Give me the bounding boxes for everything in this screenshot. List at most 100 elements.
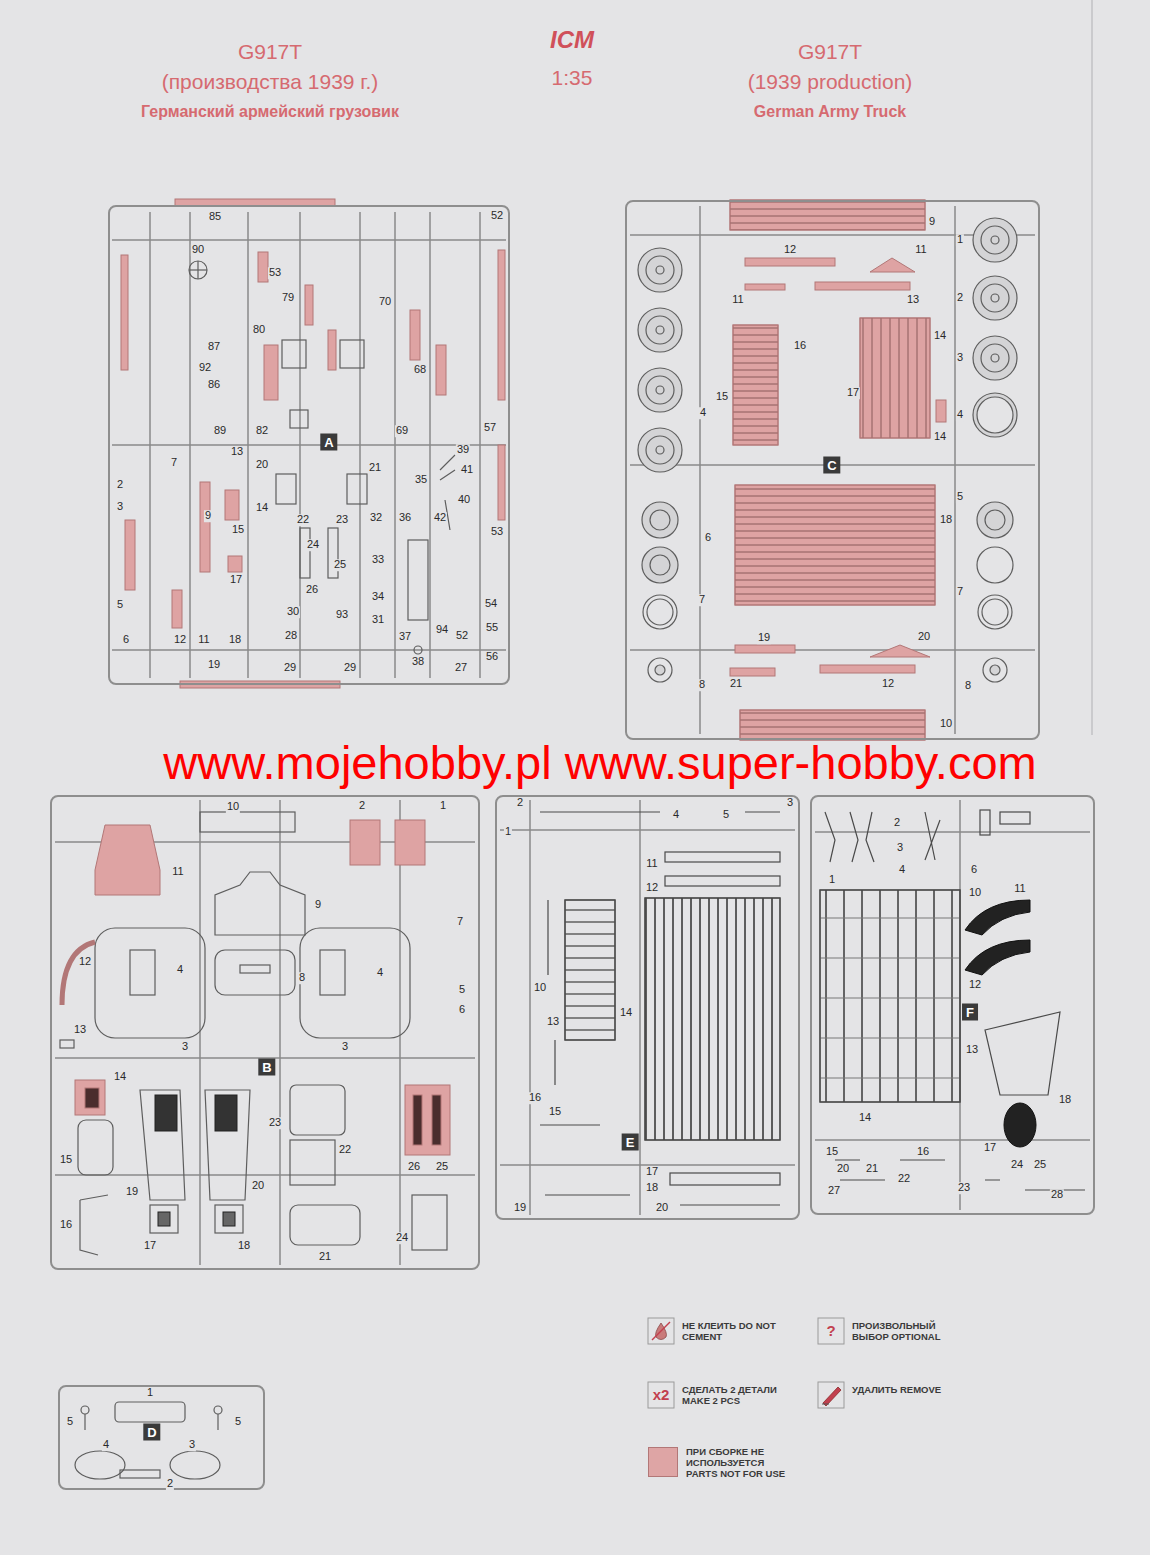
sprue-runners <box>630 649 1035 651</box>
callout-number: 15 <box>715 391 729 403</box>
sprue-runners <box>954 206 956 734</box>
plastic-part <box>290 410 308 428</box>
plastic-part <box>170 1451 220 1479</box>
plastic-part <box>565 900 615 1040</box>
wheel <box>642 547 678 583</box>
sprue-letter: B <box>258 1059 275 1076</box>
callout-number: 25 <box>435 1161 449 1173</box>
callout-number: 20 <box>836 1163 850 1175</box>
plastic-part <box>140 1090 185 1200</box>
wheel <box>656 446 664 454</box>
unused-part <box>436 345 446 395</box>
plastic-part <box>95 928 205 1038</box>
symbol-text: x2 <box>653 1387 670 1403</box>
unused-part <box>305 285 313 325</box>
unused-part <box>85 1088 99 1108</box>
callout-number: 22 <box>897 1173 911 1185</box>
wheel <box>638 368 682 412</box>
plastic-part <box>300 928 410 1038</box>
plastic-part <box>205 1090 250 1200</box>
sprue-runners <box>55 1174 475 1176</box>
wheel <box>650 510 670 530</box>
callout-number: 1 <box>504 826 512 838</box>
wheel <box>981 284 1009 312</box>
callout-number: 56 <box>485 651 499 663</box>
callout-number: 24 <box>306 539 320 551</box>
fender-part <box>965 940 1030 975</box>
callout-number: 21 <box>368 462 382 474</box>
sprue-letter: A <box>320 434 337 451</box>
callout-number: 29 <box>343 662 357 674</box>
plastic-part <box>215 950 295 995</box>
callout-number: 36 <box>398 512 412 524</box>
wheel <box>991 236 999 244</box>
grille-part <box>155 1095 237 1226</box>
callout-number: 13 <box>230 446 244 458</box>
unused-part <box>860 318 930 438</box>
callout-number: 18 <box>939 514 953 526</box>
wheel <box>990 665 1000 675</box>
callout-number: 25 <box>333 559 347 571</box>
plastic-part <box>925 812 940 860</box>
callout-number: 15 <box>231 524 245 536</box>
callout-number: 14 <box>113 1071 127 1083</box>
unused-part <box>820 665 915 673</box>
plastic-part <box>670 1173 780 1185</box>
plastic-part <box>189 261 207 279</box>
header-text: 1:35 <box>552 67 593 89</box>
wheel <box>638 218 1017 682</box>
wheel <box>978 595 1012 629</box>
callout-number: 57 <box>483 422 497 434</box>
callout-number: 86 <box>207 379 221 391</box>
callout-number: 24 <box>1010 1159 1024 1171</box>
callout-number: 70 <box>378 296 392 308</box>
callout-number: 12 <box>645 882 659 894</box>
unused-part <box>350 820 380 865</box>
unused-part <box>432 1095 441 1145</box>
callout-number: 3 <box>956 352 964 364</box>
unused-part <box>740 710 925 740</box>
wheel <box>991 294 999 302</box>
unused-part <box>121 199 505 688</box>
callout-number: 4 <box>672 809 680 821</box>
callout-number: 53 <box>490 526 504 538</box>
unused-part <box>405 1085 450 1155</box>
callout-number: 20 <box>255 459 269 471</box>
wheel <box>648 658 672 682</box>
legend-icon <box>648 1382 674 1408</box>
grille-part <box>158 1212 170 1226</box>
wheel <box>638 308 682 352</box>
callout-number: 13 <box>906 294 920 306</box>
callout-number: 1 <box>956 234 964 246</box>
callout-number: 6 <box>122 634 130 646</box>
sprue-frame: F <box>810 795 1095 1215</box>
plastic-part <box>820 890 960 1102</box>
fender-part <box>965 900 1030 935</box>
plastic-part <box>115 1402 185 1422</box>
plastic-part <box>645 898 780 1140</box>
wheel <box>646 256 674 284</box>
plastic-part <box>276 474 296 504</box>
plastic-part <box>80 1195 108 1255</box>
unused-part <box>733 325 778 445</box>
brand-logo: ICM <box>550 27 594 52</box>
plastic-part <box>540 812 780 1205</box>
callout-number: 11 <box>1013 883 1026 895</box>
callout-number: 17 <box>229 574 243 586</box>
unused-part <box>745 284 785 290</box>
callout-number: 18 <box>228 634 242 646</box>
sprue-letter: E <box>622 1134 639 1151</box>
callout-number: 10 <box>939 718 953 730</box>
symbol-text: ? <box>826 1323 835 1339</box>
callout-number: 3 <box>188 1439 196 1451</box>
wheel <box>991 354 999 362</box>
unused-part <box>735 485 935 605</box>
plastic-part <box>290 1140 335 1185</box>
sprue-runners <box>399 800 401 1265</box>
plastic-part <box>825 812 874 862</box>
callout-number: 16 <box>916 1146 930 1158</box>
callout-number: 14 <box>933 330 947 342</box>
plastic-part <box>282 340 306 368</box>
callout-number: 8 <box>298 972 306 984</box>
